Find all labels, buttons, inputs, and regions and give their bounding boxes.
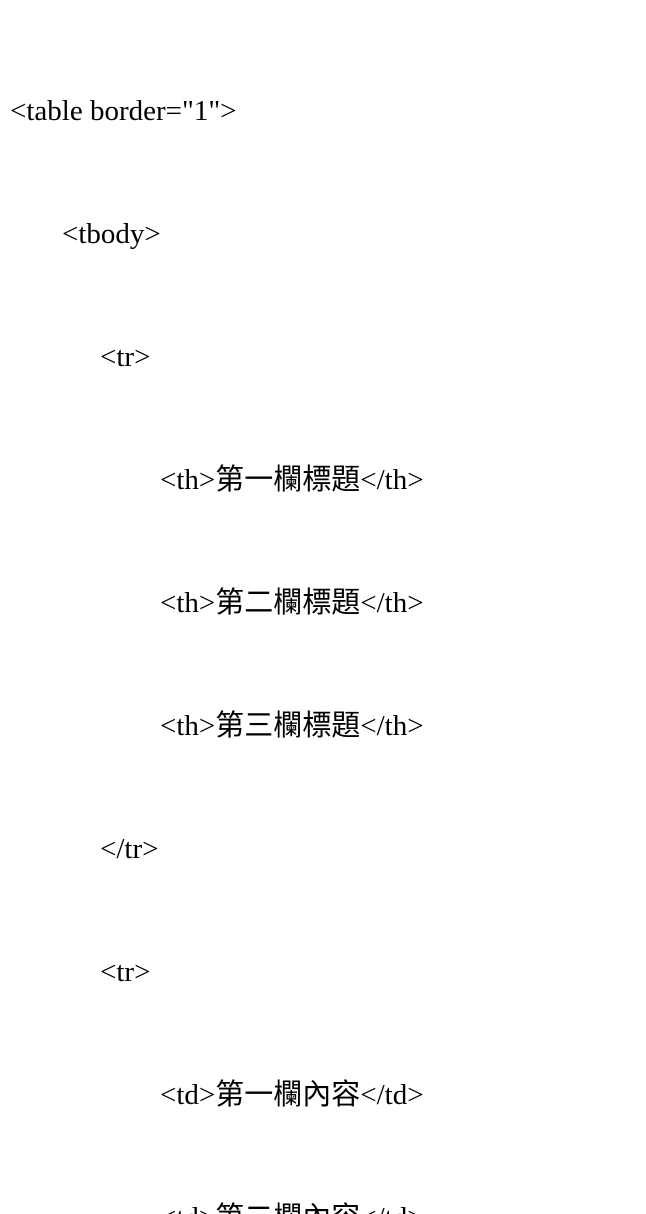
code-line: <td>第一欄內容</td> [160, 1079, 424, 1111]
code-line: <table border="1"> [10, 95, 237, 127]
code-line: </tr> [100, 833, 159, 865]
code-line: <th>第二欄標題</th> [160, 587, 424, 619]
code-line: <th>第一欄標題</th> [160, 464, 424, 496]
code-line: <td>第二欄內容</td> [10, 1198, 640, 1214]
code-line: <tbody> [62, 218, 161, 250]
code-line: <tr> [100, 956, 151, 988]
code-line: <th>第三欄標題</th> [160, 710, 424, 742]
code-line: <tr> [100, 341, 151, 373]
